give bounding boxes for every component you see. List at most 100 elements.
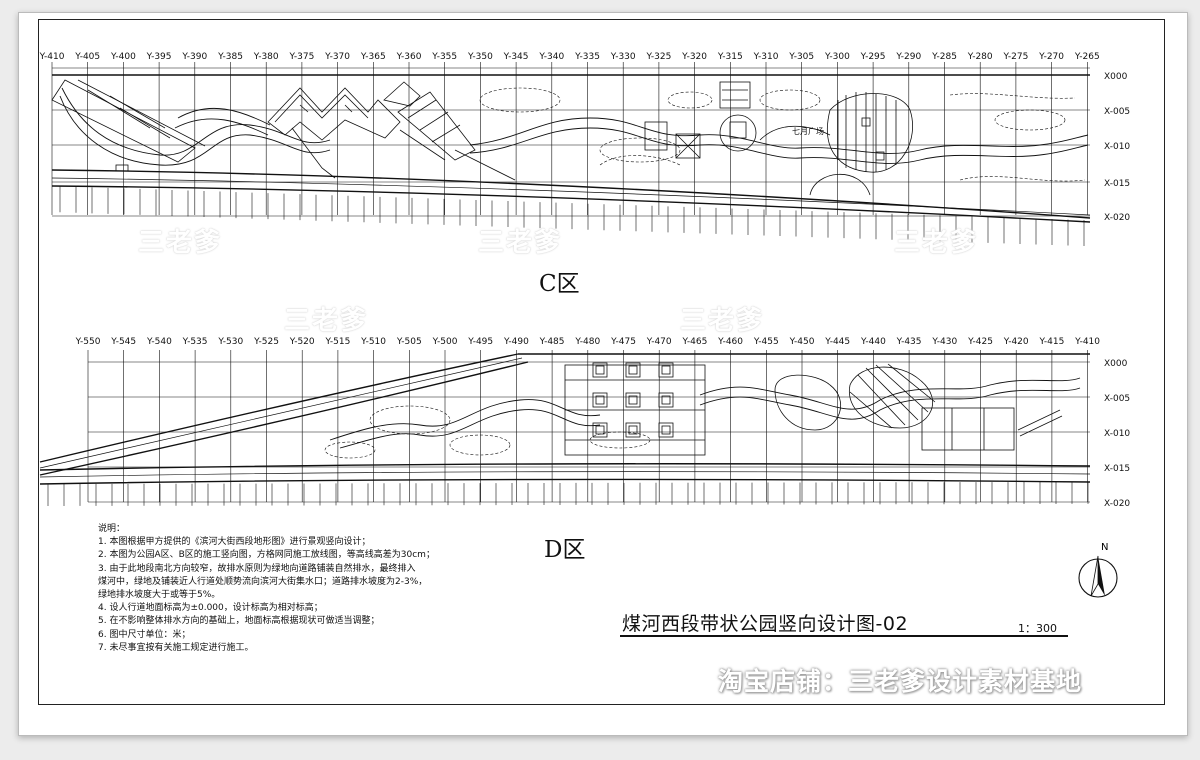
grid-x-label: Y-380 [253, 52, 279, 62]
grid-x-label: Y-330 [610, 52, 636, 62]
grid-x-label: Y-495 [467, 337, 493, 347]
grid-x-label: Y-520 [289, 337, 315, 347]
grid-y-label: X-010 [1104, 142, 1130, 152]
grid-x-label: Y-420 [1003, 337, 1029, 347]
note-line: 绿地排水坡度大于或等于5%。 [98, 590, 221, 601]
grid-x-label: Y-500 [432, 337, 458, 347]
grid-x-label: Y-305 [788, 52, 814, 62]
grid-x-label: Y-415 [1038, 337, 1064, 347]
grid-x-label: Y-460 [717, 337, 743, 347]
north-label: N [1101, 542, 1108, 553]
grid-x-label: Y-430 [931, 337, 957, 347]
note-line: 6. 图中尺寸单位：米； [98, 629, 191, 640]
zone-d-plaza-grid [564, 362, 706, 456]
grid-x-label: Y-400 [110, 52, 136, 62]
grid-x-label: Y-485 [539, 337, 565, 347]
grid-x-label: Y-470 [646, 337, 672, 347]
grid-x-label: Y-525 [253, 337, 279, 347]
grid-x-label: Y-515 [324, 337, 350, 347]
watermark: 三老爹 [680, 306, 765, 336]
grid-x-label: Y-310 [753, 52, 779, 62]
note-line: 5. 在不影响整体排水方向的基础上，地面标高根据现状可做适当调整； [98, 616, 380, 627]
grid-x-label: Y-510 [360, 337, 386, 347]
grid-x-label: Y-325 [645, 52, 671, 62]
grid-y-label: X-005 [1104, 394, 1130, 404]
design-notes: 说明： 1. 本图根据甲方提供的《滨河大街西段地形图》进行景观竖向设计； 2. … [98, 523, 435, 655]
zone-d-label: D区 [544, 537, 586, 563]
grid-x-label: Y-375 [288, 52, 314, 62]
zone-c-contours [479, 87, 1086, 182]
watermark: 三老爹 [894, 228, 979, 258]
drawing-title: 煤河西段带状公园竖向设计图-02 [622, 613, 909, 635]
grid-x-label: Y-455 [753, 337, 779, 347]
grid-x-label: Y-335 [574, 52, 600, 62]
grid-y-label: X-015 [1104, 464, 1130, 474]
zone-d-grid-labels: Y-550 Y-545 Y-540 Y-535 Y-530 Y-525 Y-520 Y-515… [75, 337, 1101, 347]
grid-y-label: X000 [1104, 72, 1128, 82]
note-line: 2. 本图为公园A区、B区的施工竖向图，方格网同施工放线图，等高线高差为30cm… [98, 550, 435, 561]
zone-d-curb-ticks [47, 481, 1089, 506]
grid-x-label: Y-545 [110, 337, 136, 347]
grid-x-label: Y-535 [182, 337, 208, 347]
grid-x-label: Y-425 [967, 337, 993, 347]
grid-x-label: Y-365 [360, 52, 386, 62]
grid-x-label: Y-280 [967, 52, 993, 62]
grid-x-label: Y-450 [789, 337, 815, 347]
grid-y-label: X-005 [1104, 107, 1130, 117]
note-line: 7. 未尽事宜按有关施工规定进行施工。 [98, 642, 254, 653]
grid-x-label: Y-300 [824, 52, 850, 62]
zone-d-walkway [329, 377, 1081, 449]
grid-x-label: Y-475 [610, 337, 636, 347]
shop-watermark: 淘宝店铺：三老爹设计素材基地 [718, 667, 1083, 696]
watermark: 三老爹 [138, 228, 223, 258]
zone-c-label: C区 [539, 271, 580, 297]
grid-x-label: Y-530 [217, 337, 243, 347]
grid-x-label: Y-445 [824, 337, 850, 347]
zone-c-walkway [59, 87, 1089, 166]
note-line: 煤河中，绿地及铺装近人行道处顺势流向滨河大街集水口；道路排水坡度为2-3%， [98, 576, 428, 587]
grid-x-label: Y-550 [75, 337, 101, 347]
title-block: 煤河西段带状公园竖向设计图-02 1：300 [620, 609, 1068, 637]
grid-x-label: Y-540 [146, 337, 172, 347]
grid-x-label: Y-385 [217, 52, 243, 62]
drawing-scale: 1：300 [1018, 622, 1057, 635]
grid-x-label: Y-410 [39, 52, 65, 62]
zone-c-grid [51, 62, 1090, 217]
grid-y-label: X-020 [1104, 499, 1130, 509]
grid-x-label: Y-480 [574, 337, 600, 347]
grid-x-label: Y-295 [860, 52, 886, 62]
grid-x-label: Y-345 [503, 52, 529, 62]
grid-x-label: Y-435 [896, 337, 922, 347]
grid-x-label: Y-285 [931, 52, 957, 62]
grid-x-label: Y-390 [181, 52, 207, 62]
grid-y-label: X-015 [1104, 179, 1130, 189]
grid-x-label: Y-360 [396, 52, 422, 62]
grid-x-label: Y-370 [324, 52, 350, 62]
grid-x-label: Y-395 [146, 52, 172, 62]
grid-x-label: Y-290 [895, 52, 921, 62]
grid-x-label: Y-490 [503, 337, 529, 347]
zone-d-features [774, 363, 1063, 451]
note-line: 4. 设人行道地面标高为±0.000，设计标高为相对标高； [98, 603, 323, 614]
grid-x-label: Y-340 [538, 52, 564, 62]
grid-x-label: Y-440 [860, 337, 886, 347]
grid-x-label: Y-315 [717, 52, 743, 62]
grid-x-label: Y-265 [1074, 52, 1100, 62]
grid-x-label: Y-320 [681, 52, 707, 62]
grid-x-label: Y-270 [1038, 52, 1064, 62]
grid-x-label: Y-275 [1002, 52, 1028, 62]
notes-heading: 说明： [98, 524, 126, 534]
north-arrow: N [1072, 540, 1122, 604]
grid-y-label: X-020 [1104, 213, 1130, 223]
grid-x-label: Y-350 [467, 52, 493, 62]
grid-x-label: Y-465 [681, 337, 707, 347]
zone-c-curb-ticks [59, 186, 1085, 247]
grid-y-label: X000 [1104, 359, 1128, 369]
zone-c-diagonal-plaza [51, 79, 206, 172]
zone-c-features [644, 81, 913, 196]
grid-x-label: Y-505 [396, 337, 422, 347]
